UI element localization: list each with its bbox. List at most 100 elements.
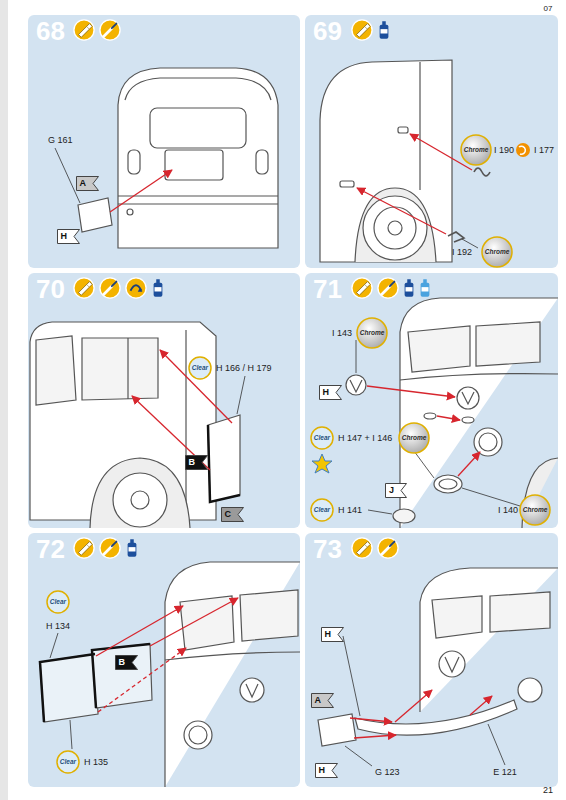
bus-front <box>474 428 502 456</box>
paint-badge: Clear <box>310 426 334 450</box>
tool-icon <box>100 278 120 298</box>
bus-front <box>189 726 207 744</box>
paint-name: Chrome <box>485 248 510 257</box>
flag-outline <box>115 655 137 669</box>
bus-rear <box>150 108 246 148</box>
bus-front <box>420 568 558 712</box>
bus-rear <box>78 198 112 232</box>
paint-badge: Chrome <box>519 494 551 526</box>
flag-outline <box>57 229 79 243</box>
assembly-arrow <box>98 648 186 712</box>
bus-front <box>355 700 517 735</box>
part-number: G 123 <box>375 767 400 778</box>
tool-icon <box>154 279 163 297</box>
part-number: G 161 <box>48 135 73 146</box>
rotate-icon <box>516 143 530 157</box>
assembly-arrow <box>367 386 455 397</box>
page-margin <box>0 0 8 800</box>
bus-front-side <box>36 336 76 405</box>
part-flag: A <box>76 176 99 191</box>
paint-badge: Chrome <box>356 317 388 349</box>
bus-side <box>320 60 452 262</box>
part-flag <box>311 693 334 708</box>
step-panel: 69ChromeChrome <box>305 15 558 268</box>
bus-front-side <box>185 330 186 520</box>
flag-letter: B <box>119 657 126 668</box>
page-number: 07 <box>544 3 553 14</box>
paint-badge: Clear <box>310 498 334 522</box>
rotate-icon <box>519 146 525 154</box>
part-flag <box>76 176 99 191</box>
part-number: I 140 <box>498 505 518 516</box>
bus-front <box>408 326 470 372</box>
bus-front <box>400 374 558 380</box>
leader-line <box>50 633 58 658</box>
badge-outline <box>311 427 333 449</box>
part-number: I 177 <box>534 145 554 156</box>
part-number: H 147 + I 146 <box>338 433 392 444</box>
badge-outline <box>482 237 512 267</box>
leader-line <box>237 376 245 414</box>
part-flag: J <box>385 483 407 498</box>
part-number: H 134 <box>46 621 70 632</box>
assembly-arrow <box>110 170 172 212</box>
paint-badge: Clear <box>188 356 212 380</box>
flag-outline <box>386 483 407 497</box>
tool-icon <box>74 20 94 40</box>
flag-letter: J <box>389 485 394 496</box>
part-flag: C <box>221 507 244 522</box>
bus-rear <box>125 78 271 100</box>
leader-line <box>462 488 520 506</box>
bus-front <box>424 413 436 419</box>
tool-icon <box>74 538 94 558</box>
paint-badge: Chrome <box>398 422 430 454</box>
part-flag: B <box>115 655 138 670</box>
bus-side <box>374 207 416 249</box>
bus-front <box>476 322 540 366</box>
badge-outline <box>189 357 211 379</box>
tool-icon <box>100 538 120 558</box>
tool-icon <box>352 20 372 40</box>
part-flag <box>319 385 342 400</box>
badge-outline <box>520 495 550 525</box>
bus-front-side <box>127 338 128 399</box>
bus-rear <box>118 196 278 204</box>
paint-name: Chrome <box>523 506 548 515</box>
assembly-arrow <box>395 690 432 722</box>
flag-letter: H <box>319 765 326 776</box>
bus-front <box>318 568 558 746</box>
leader-line <box>237 376 245 414</box>
badge-outline <box>311 499 333 521</box>
bus-front <box>462 417 474 423</box>
leader-line <box>345 746 372 766</box>
part-flag <box>115 655 138 670</box>
tool-icon <box>128 539 137 557</box>
bus-front <box>400 298 558 528</box>
paint-name: Clear <box>314 434 330 443</box>
bus-front <box>318 714 356 746</box>
assembly-arrow <box>150 598 238 646</box>
part-number: H 141 <box>338 505 362 516</box>
bus-front-side <box>113 473 167 527</box>
bus-front <box>246 684 258 697</box>
leader-line <box>368 510 392 514</box>
step-number: 68 <box>36 16 65 46</box>
bus-side <box>355 188 436 262</box>
part-flag: H <box>321 627 344 642</box>
flag-outline <box>221 507 243 521</box>
part-flag: A <box>311 693 334 708</box>
tool-icon <box>378 278 398 298</box>
flag-letter: A <box>80 178 87 189</box>
paint-name: Clear <box>60 758 76 767</box>
bus-front <box>240 678 264 702</box>
leader-line <box>356 340 357 373</box>
assembly-arrow <box>110 170 172 212</box>
badge-outline <box>57 751 79 773</box>
paint-name: Chrome <box>360 329 385 338</box>
step-panel <box>28 533 300 787</box>
part-flag <box>385 483 407 498</box>
part-flag <box>221 507 244 522</box>
assembly-arrow <box>350 718 392 722</box>
part-number: I 143 <box>332 328 352 339</box>
